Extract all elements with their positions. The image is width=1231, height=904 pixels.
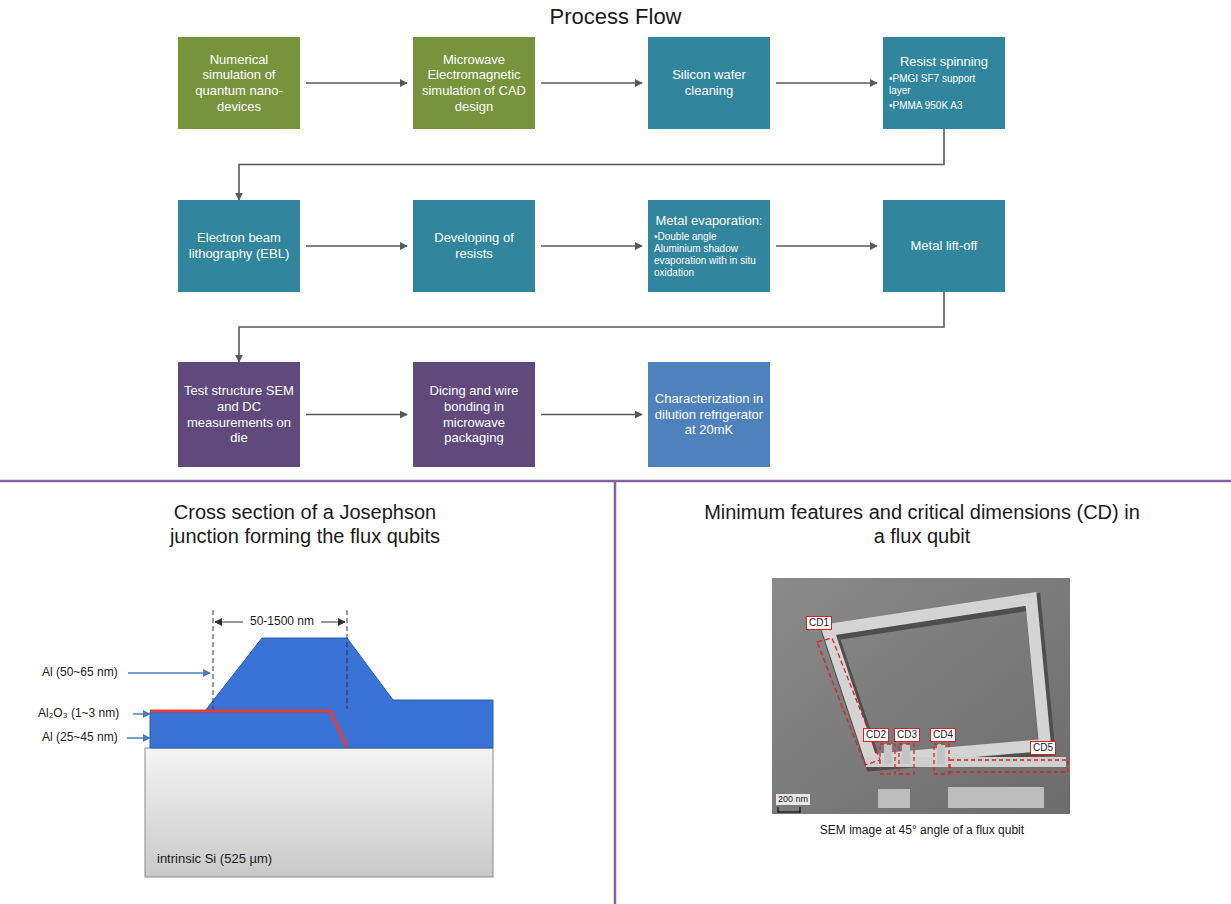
step-title: Metal evaporation: <box>654 213 764 229</box>
process-box: Silicon wafer cleaning <box>648 37 770 129</box>
leader-arrow <box>127 737 150 739</box>
panel-divider <box>614 481 617 904</box>
flow-arrow <box>306 82 407 84</box>
flow-arrow <box>541 82 642 84</box>
step-title: Dicing and wire bonding in microwave pac… <box>419 383 529 445</box>
process-box: Resist spinning •PMGI SF7 support layer •P… <box>883 37 1005 129</box>
step-title: Test structure SEM and DC measurements o… <box>184 383 294 445</box>
bottom-aluminium-layer <box>150 712 347 748</box>
layer-label: Al₂O₃ (1~3 nm) <box>38 706 119 720</box>
sem-image <box>772 578 1070 814</box>
substrate-label: intrinsic Si (525 µm) <box>157 851 272 867</box>
scale-label: 200 nm <box>776 794 810 805</box>
step-title: Microwave Electromagnetic simulation of … <box>419 52 529 114</box>
flow-arrow <box>776 82 877 84</box>
cd-marker <box>899 744 914 774</box>
flow-arrow <box>239 292 944 362</box>
junction <box>902 744 910 764</box>
contact-pad <box>948 787 1044 808</box>
cd-marker <box>934 744 949 774</box>
cd-marker <box>950 760 1068 772</box>
cd-callout: CD5 <box>1030 741 1056 755</box>
process-box: Electron beam lithography (EBL) <box>178 200 300 292</box>
contact-pad <box>878 789 910 808</box>
flow-arrow <box>306 414 407 416</box>
flow-arrow <box>239 129 944 200</box>
dimension-guide <box>347 610 348 709</box>
flow-arrow <box>306 245 407 247</box>
process-box: Dicing and wire bonding in microwave pac… <box>413 362 535 467</box>
step-detail: •PMGI SF7 support layer <box>889 73 999 97</box>
qubit-loop <box>828 599 1045 760</box>
step-title: Developing of resists <box>419 230 529 261</box>
image-caption: SEM image at 45° angle of a flux qubit <box>722 823 1122 837</box>
process-box: Metal lift-off <box>883 200 1005 292</box>
flow-arrow <box>541 245 642 247</box>
flow-arrow <box>541 414 642 416</box>
dimension-guide <box>213 610 214 709</box>
process-box: Metal evaporation: •Double angle Aluminiu… <box>648 200 770 292</box>
panel-title: Minimum features and critical dimensions… <box>697 500 1147 548</box>
process-box: Test structure SEM and DC measurements o… <box>178 362 300 467</box>
junction-strip <box>866 757 1066 767</box>
cd-callout: CD2 <box>863 728 889 742</box>
step-title: Resist spinning <box>889 54 999 70</box>
step-title: Metal lift-off <box>889 238 999 254</box>
diagram-title: Process Flow <box>0 4 1231 30</box>
layer-label: Al (50~65 nm) <box>42 665 118 679</box>
cd-marker <box>880 744 895 774</box>
step-detail: •Double angle Aluminium shadow evaporati… <box>654 231 764 279</box>
process-box: Numerical simulation of quantum nano-dev… <box>178 37 300 129</box>
scale-bar <box>799 807 800 813</box>
layer-label: Al (25~45 nm) <box>42 730 118 744</box>
flow-arrow <box>776 245 877 247</box>
silicon-substrate <box>145 748 493 877</box>
process-box: Developing of resists <box>413 200 535 292</box>
junction <box>884 744 892 764</box>
cd-marker <box>817 638 880 765</box>
step-title: Numerical simulation of quantum nano-dev… <box>184 52 294 114</box>
oxide-barrier <box>150 711 347 747</box>
process-box: Microwave Electromagnetic simulation of … <box>413 37 535 129</box>
step-title: Characterization in dilution refrigerato… <box>654 391 764 438</box>
panel-title: Cross section of a Josephson junction fo… <box>145 500 465 548</box>
process-box: Characterization in dilution refrigerato… <box>648 362 770 467</box>
dimension-label: 50-1500 nm <box>243 614 321 628</box>
cd-callout: CD1 <box>806 616 832 630</box>
cd-callout: CD3 <box>894 728 920 742</box>
top-aluminium-layer <box>205 638 493 748</box>
junction <box>937 744 945 764</box>
scale-bar <box>777 807 778 813</box>
step-detail: •PMMA 950K A3 <box>889 100 999 112</box>
scale-bar <box>778 811 800 812</box>
leader-arrow <box>133 713 150 715</box>
step-title: Silicon wafer cleaning <box>654 67 764 98</box>
leader-arrow <box>128 672 210 674</box>
cd-callout: CD4 <box>930 728 956 742</box>
step-title: Electron beam lithography (EBL) <box>184 230 294 261</box>
